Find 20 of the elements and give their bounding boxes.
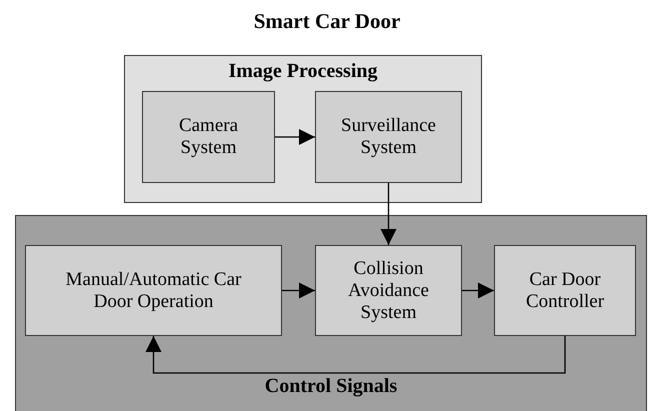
- box-label: Camera System: [178, 115, 240, 159]
- group-heading: Control Signals: [264, 375, 398, 397]
- process-box: [315, 91, 462, 183]
- group-panel: [124, 55, 482, 203]
- process-box: [142, 91, 275, 183]
- arrow: [380, 183, 396, 245]
- group-heading: Image Processing: [227, 60, 379, 82]
- arrow: [462, 282, 494, 298]
- box-label: Surveillance System: [340, 115, 437, 159]
- arrow: [275, 129, 315, 145]
- arrow: [282, 282, 315, 298]
- process-box: [315, 245, 462, 336]
- arrow: [146, 336, 566, 374]
- process-box: [25, 245, 282, 336]
- group-panel: [15, 215, 647, 411]
- box-label: Collision Avoidance System: [347, 258, 430, 324]
- box-label: Car Door Controller: [524, 268, 606, 312]
- box-label: Manual/Automatic Car Door Operation: [64, 268, 242, 312]
- process-box: [494, 245, 636, 336]
- diagram-title: Smart Car Door: [252, 9, 402, 34]
